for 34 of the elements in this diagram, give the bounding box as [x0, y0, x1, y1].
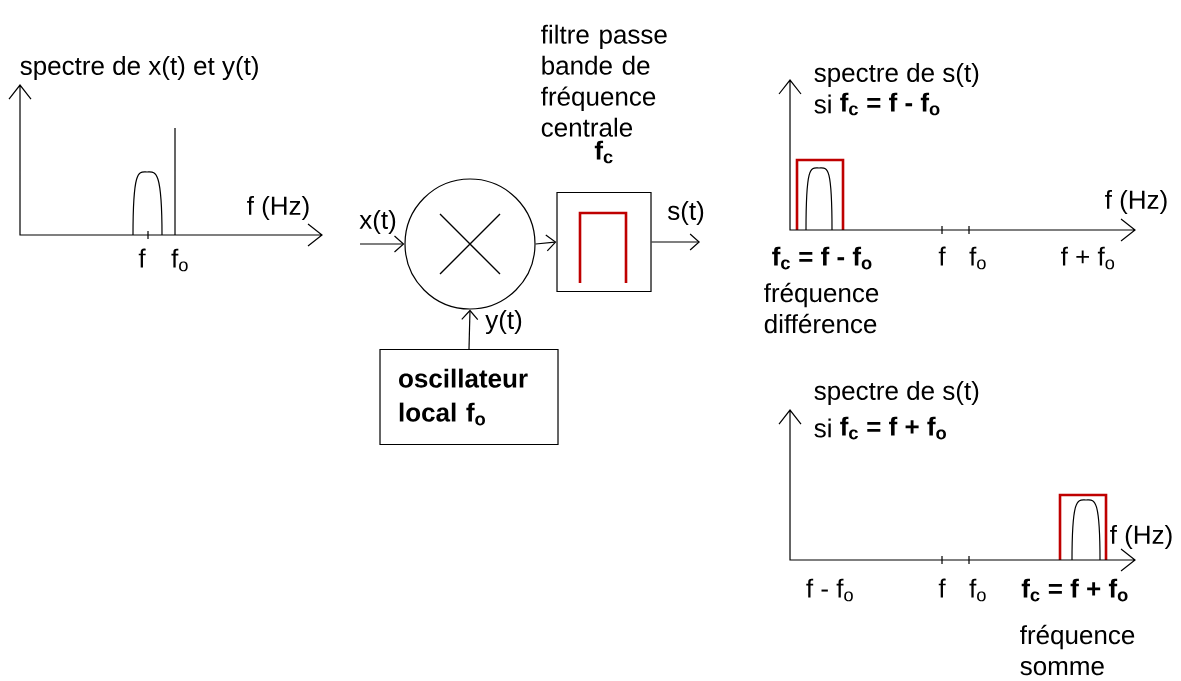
plot-title: f$_{c}$ = f + f$_{o}$	[840, 416, 946, 440]
annotation-text: fréquence différence	[764, 282, 879, 334]
arrow	[651, 233, 700, 251]
tick-label: f	[138, 248, 146, 268]
plot-title: spectre de s(t)	[814, 62, 979, 88]
plot-title: f$_{c}$ = f - f$_{o}$	[840, 92, 940, 116]
plot-title: spectre de s(t)	[814, 380, 979, 406]
axis-label: f (Hz)	[247, 195, 309, 221]
tick-label: f	[938, 246, 946, 266]
annotation-text: fréquence somme	[1020, 624, 1135, 676]
tick-label: f$_{c}$ = f + f$_{o}$	[1021, 578, 1128, 602]
tick-label: f$_{o}$	[171, 248, 188, 272]
arrow	[461, 309, 479, 350]
axis-label: f (Hz)	[1110, 524, 1172, 550]
arrow	[535, 234, 557, 252]
axis-label: f (Hz)	[1105, 189, 1167, 215]
tick-label: f + f$_{o}$	[1061, 246, 1115, 270]
filter-caption: f$_{c}$	[594, 140, 613, 164]
plot-title: spectre de x(t) et y(t)	[20, 55, 258, 81]
tick-label: f$_{c}$ = f - f$_{o}$	[772, 246, 872, 270]
arrow	[359, 235, 405, 253]
filter-caption: filtre passe bande de fréquence centrale	[541, 24, 667, 137]
tick-label: f$_{o}$	[969, 578, 986, 602]
tick-label: f - f$_{o}$	[806, 578, 853, 602]
plot-title: si	[814, 418, 831, 438]
filter-box	[556, 191, 652, 293]
mixer-circle	[404, 178, 536, 310]
signal-label: y(t)	[484, 308, 524, 336]
oscillator-box: oscillateur local f$_{o}$	[379, 348, 559, 446]
tick-label: f	[938, 578, 946, 598]
signal-label: x(t)	[358, 208, 398, 236]
plot-title: si	[814, 94, 831, 114]
signal-label: s(t)	[666, 199, 706, 227]
tick-label: f$_{o}$	[969, 246, 986, 270]
